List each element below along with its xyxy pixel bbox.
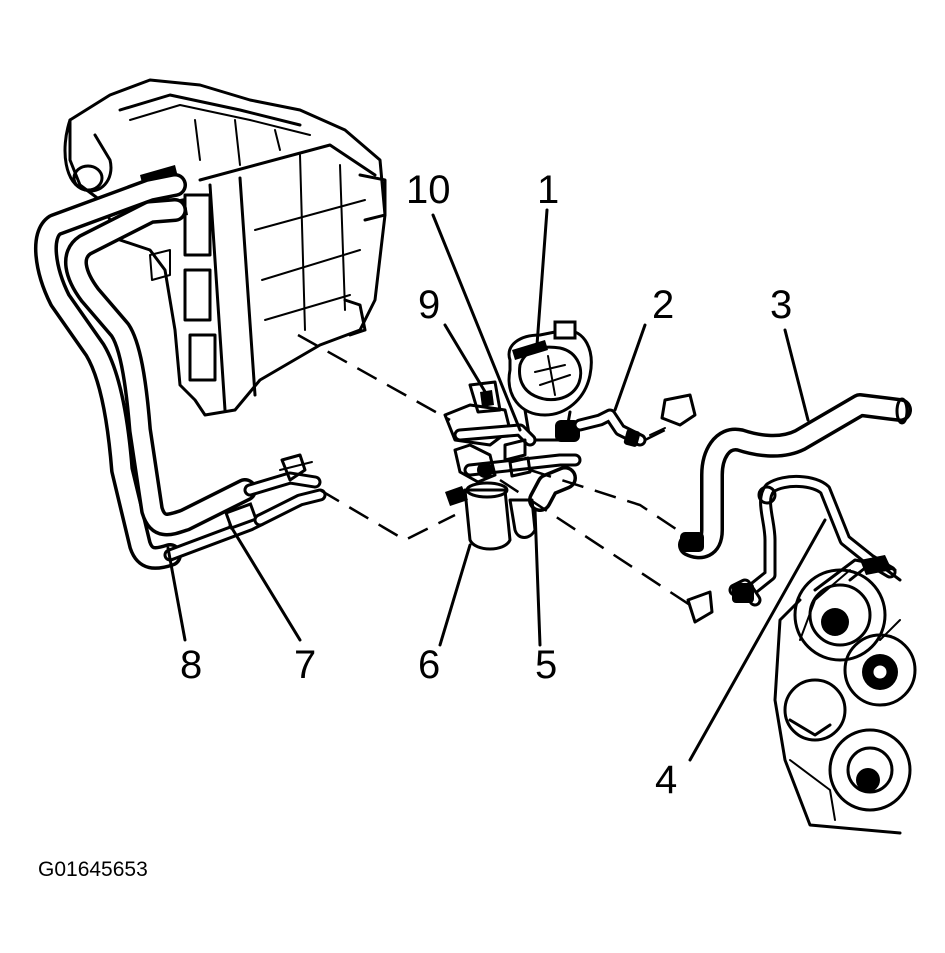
callout-7: 7: [294, 643, 316, 687]
callout-5: 5: [535, 643, 557, 687]
heater-hose-left: [33, 173, 327, 570]
connection-lines: [297, 333, 691, 607]
callout-6: 6: [418, 643, 440, 687]
engine-front-illustration: [773, 555, 917, 835]
heater-hose-right: [678, 393, 912, 624]
callout-9: 9: [418, 283, 440, 327]
valve-assembly: [443, 320, 697, 551]
callout-8: 8: [180, 643, 202, 687]
callout-1: 1: [537, 168, 559, 212]
leader-lines: [166, 208, 827, 762]
callout-10: 10: [406, 168, 451, 212]
figure-id: G01645653: [38, 858, 148, 881]
callout-labels: 1 2 3 4 5 6 7 8 9 10: [180, 168, 792, 802]
callout-4: 4: [655, 758, 677, 802]
callout-2: 2: [652, 283, 674, 327]
callout-3: 3: [770, 283, 792, 327]
